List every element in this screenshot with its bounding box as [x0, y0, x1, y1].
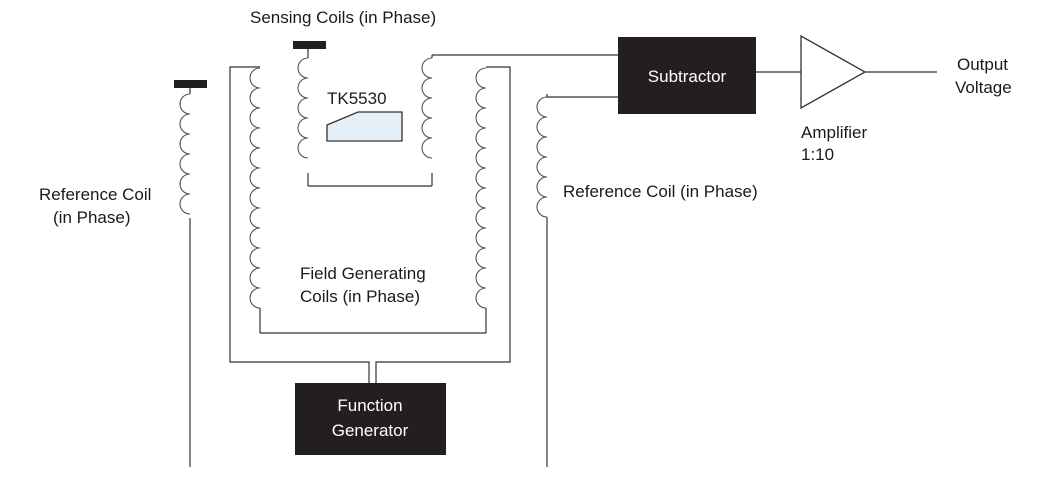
sensor-label: TK5530	[327, 89, 387, 108]
coil-winding	[475, 67, 487, 309]
function-generator-block	[295, 383, 446, 455]
coil-winding	[249, 67, 261, 309]
amplifier-label: Amplifier	[801, 123, 867, 142]
coil-winding	[179, 93, 191, 215]
sensing-coils-label: Sensing Coils (in Phase)	[250, 8, 436, 27]
amplifier-label-line1: Amplifier	[801, 123, 867, 142]
field-coil-right	[475, 67, 487, 309]
function-generator-label-line2: Generator	[332, 421, 409, 440]
amplifier-ratio-label: 1:10	[801, 145, 834, 164]
reference-coil-right-label: Reference Coil (in Phase)	[563, 182, 758, 201]
amplifier-triangle	[800, 34, 867, 110]
coil-winding	[536, 96, 548, 218]
reference-coil-right	[536, 96, 548, 218]
sensing-coil-left	[297, 57, 309, 159]
subtractor-label: Subtractor	[648, 67, 727, 86]
sensing-coil-cap	[293, 41, 326, 49]
coil-winding	[297, 57, 309, 159]
field-coils-label-line1: Field Generating	[300, 264, 426, 283]
field-coil-outer-right-wire	[375, 66, 511, 383]
reference-coil-left-label-line2: (in Phase)	[53, 208, 130, 227]
reference-right-to-subtractor-wire	[546, 94, 618, 98]
sensing-coil-right	[421, 57, 433, 159]
reference-coil-left-label-line1: Reference Coil	[39, 185, 151, 204]
tk5530-sensor	[326, 111, 403, 142]
reference-coil-left	[179, 93, 191, 215]
subtractor-block	[618, 37, 756, 114]
coil-winding	[421, 57, 433, 159]
field-coil-outer-left-wire	[229, 66, 370, 383]
field-coil-left	[249, 67, 261, 309]
field-coils-label-line2: Coils (in Phase)	[300, 287, 420, 306]
function-generator-label-line1: Function	[337, 396, 402, 415]
output-label-line2: Voltage	[955, 78, 1012, 97]
output-label-line1: Output	[957, 55, 1008, 74]
amplifier-label-line2: 1:10	[801, 145, 834, 164]
reference-coil-left-cap	[174, 80, 207, 88]
